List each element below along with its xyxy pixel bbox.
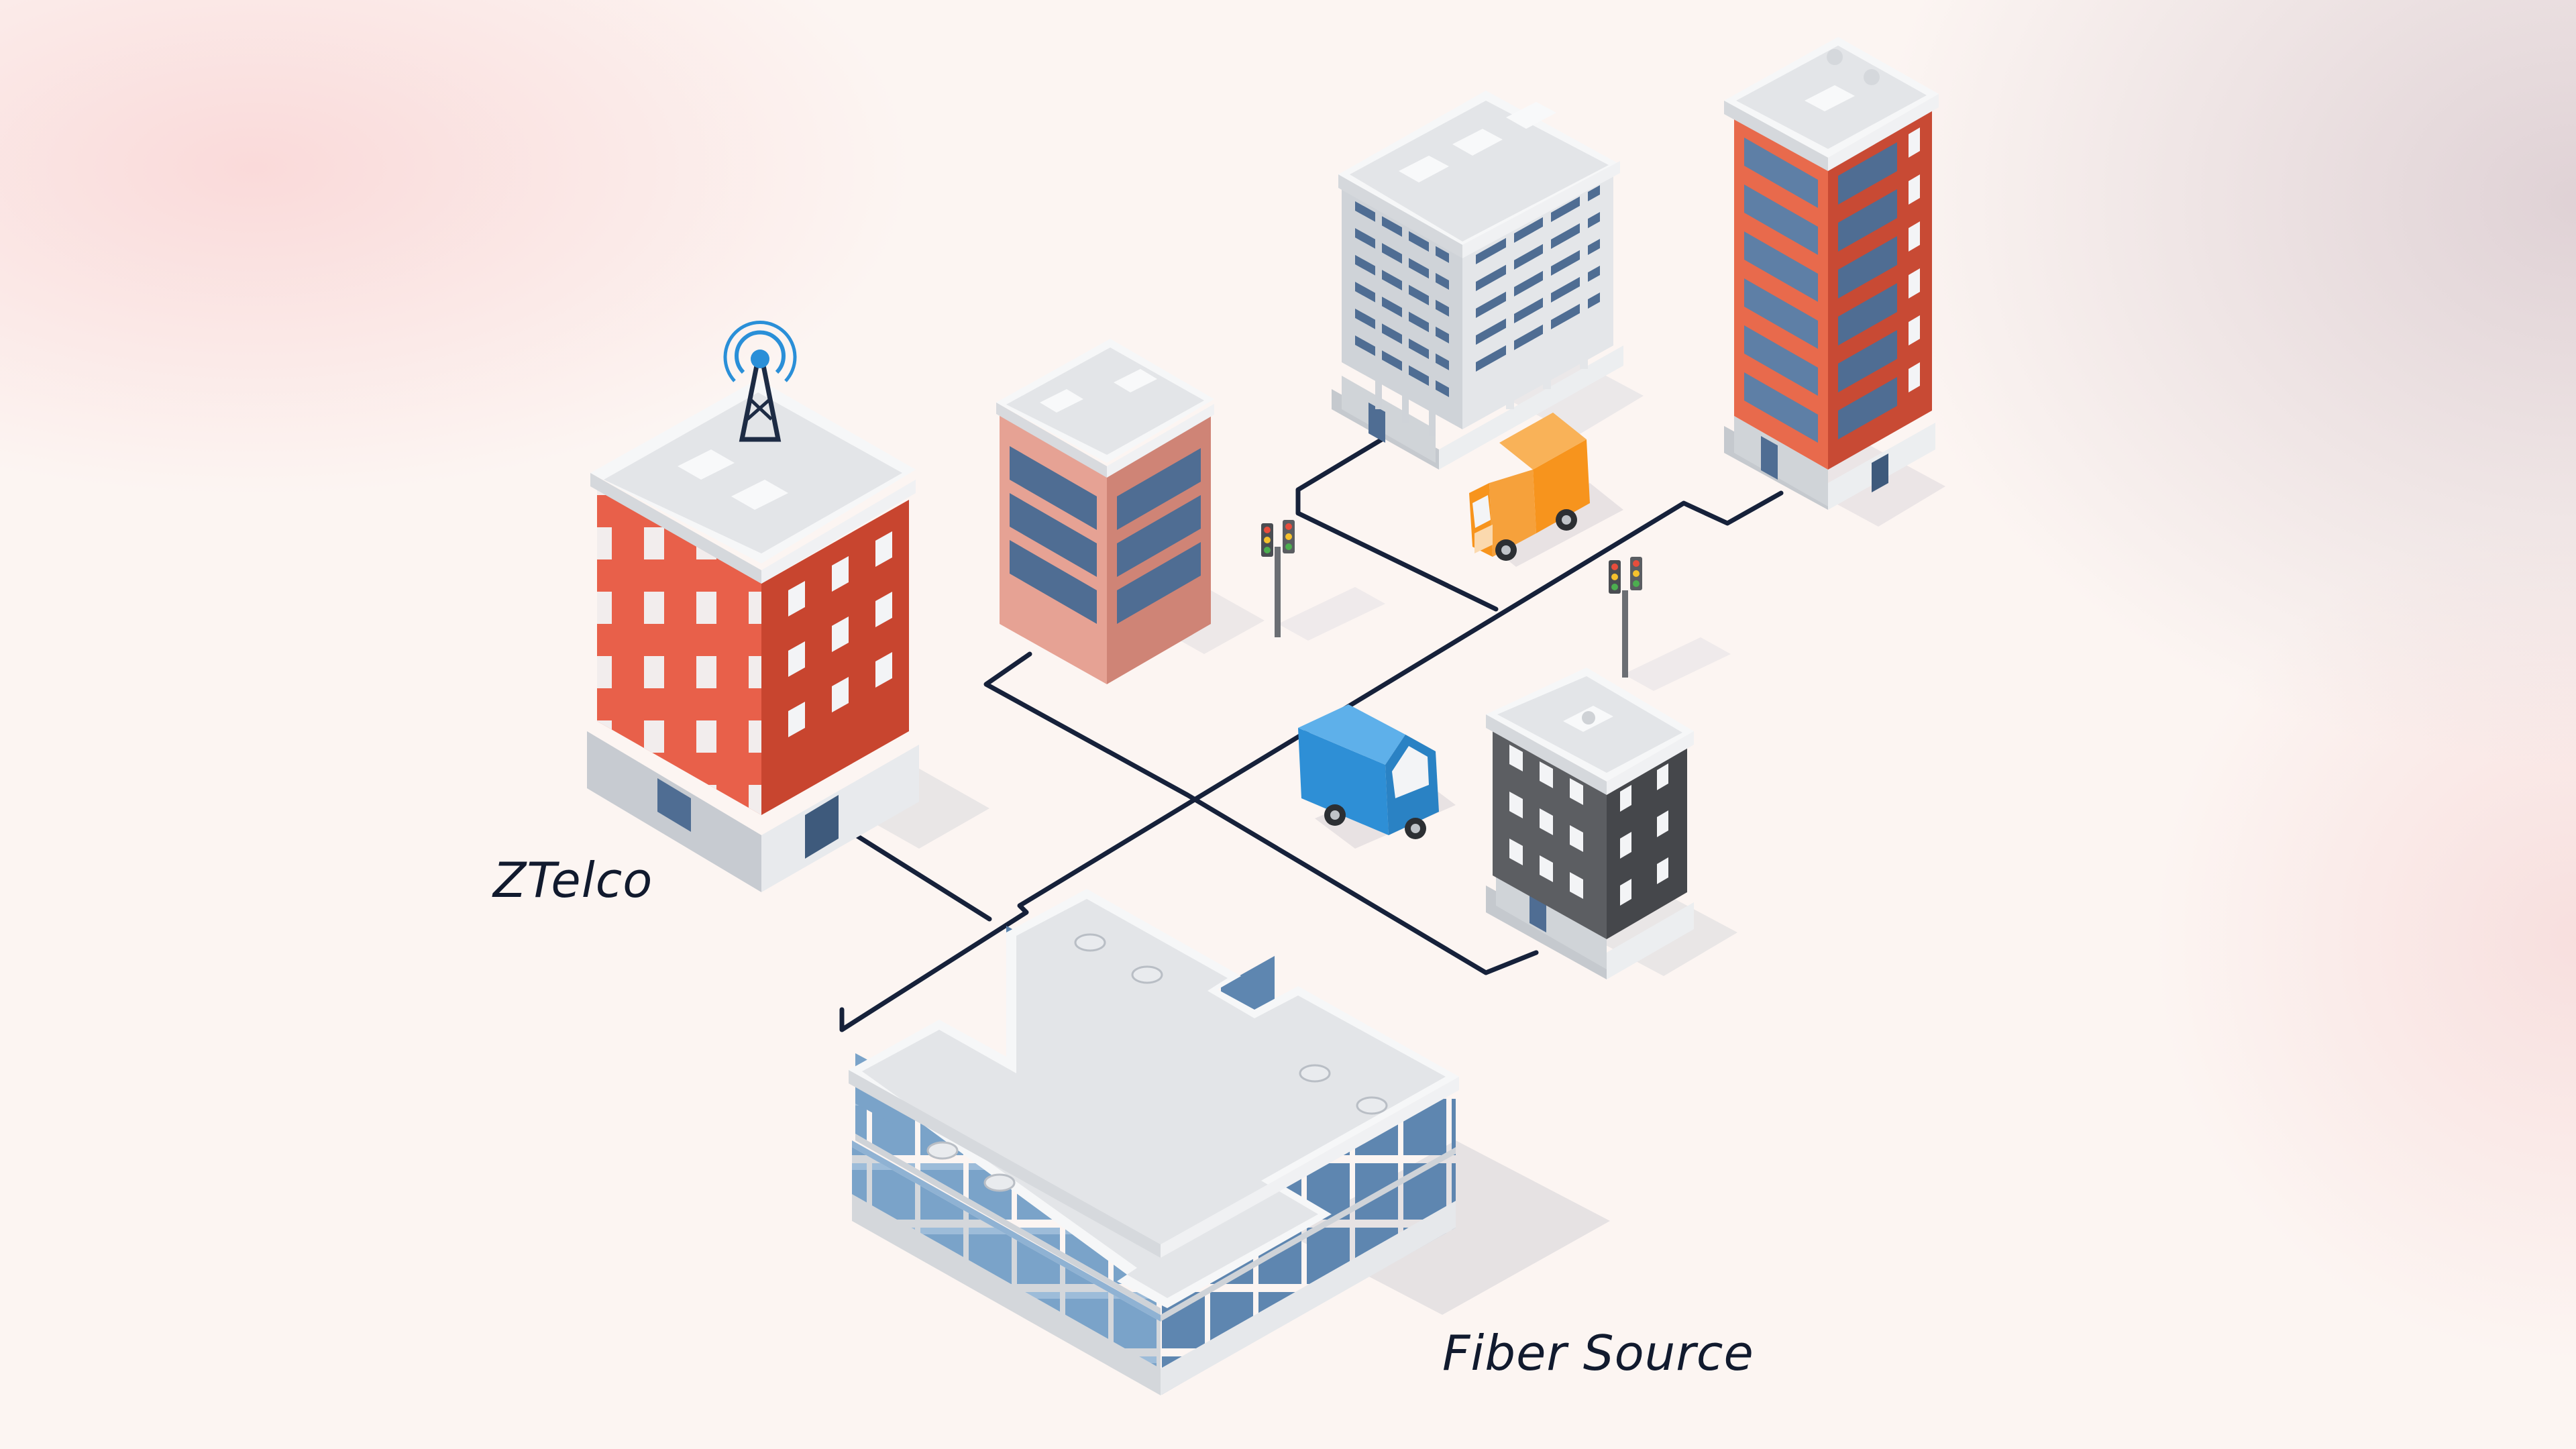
cable-trunk xyxy=(839,490,1784,1032)
fiber-cable-network xyxy=(839,437,1784,1032)
van-icon xyxy=(1298,704,1456,849)
fiber-source-building xyxy=(849,889,1610,1395)
ztelco-label: ZTelco xyxy=(493,852,653,908)
van-icon xyxy=(1469,413,1623,567)
dark-gray-building xyxy=(1486,667,1737,979)
ztelco-building xyxy=(587,321,989,892)
traffic-light-icon xyxy=(1261,520,1385,641)
pink-building xyxy=(996,339,1265,684)
cable-branch-gray-tower xyxy=(1295,437,1499,612)
gray-office-tower xyxy=(1332,91,1644,470)
cable-branch-pink xyxy=(983,651,1539,975)
fiber-source-label: Fiber Source xyxy=(1442,1325,1754,1381)
red-highrise xyxy=(1724,37,1945,527)
cable-branch-ztelco xyxy=(843,826,992,922)
traffic-light-icon xyxy=(1609,557,1731,691)
antenna-icon xyxy=(723,321,797,442)
